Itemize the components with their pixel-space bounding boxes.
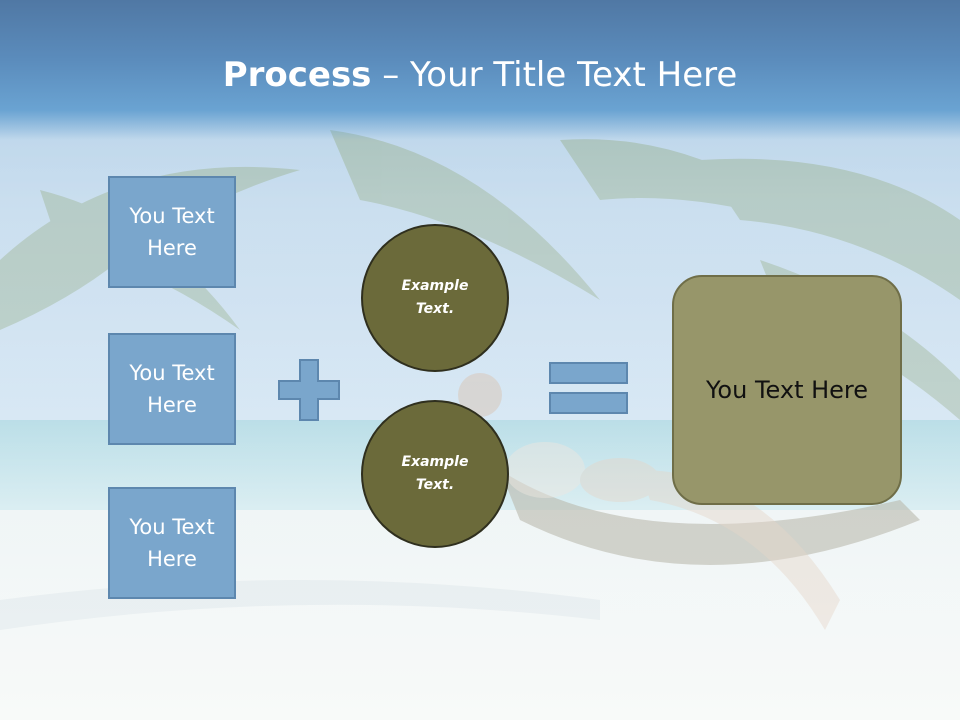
result-box[interactable]: You Text Here xyxy=(672,275,902,505)
title-rest-part: – Your Title Text Here xyxy=(371,55,738,95)
title-bold-part: Process xyxy=(222,55,372,95)
left-box-1-label: You Text Here xyxy=(129,204,215,260)
left-box-2-label: You Text Here xyxy=(129,361,215,417)
example-circle-2-label: Example Text. xyxy=(401,454,469,493)
example-circle-1[interactable]: Example Text. xyxy=(361,224,509,372)
example-circle-2[interactable]: Example Text. xyxy=(361,400,509,548)
left-box-1[interactable]: You Text Here xyxy=(108,176,236,288)
slide-title: Process – Your Title Text Here xyxy=(0,50,960,100)
left-box-2[interactable]: You Text Here xyxy=(108,333,236,445)
result-box-label: You Text Here xyxy=(705,376,869,404)
left-box-3[interactable]: You Text Here xyxy=(108,487,236,599)
plus-icon xyxy=(278,359,340,421)
left-box-3-label: You Text Here xyxy=(129,515,215,571)
example-circle-1-label: Example Text. xyxy=(401,278,469,317)
title-banner xyxy=(0,0,960,140)
equals-icon xyxy=(549,362,628,414)
